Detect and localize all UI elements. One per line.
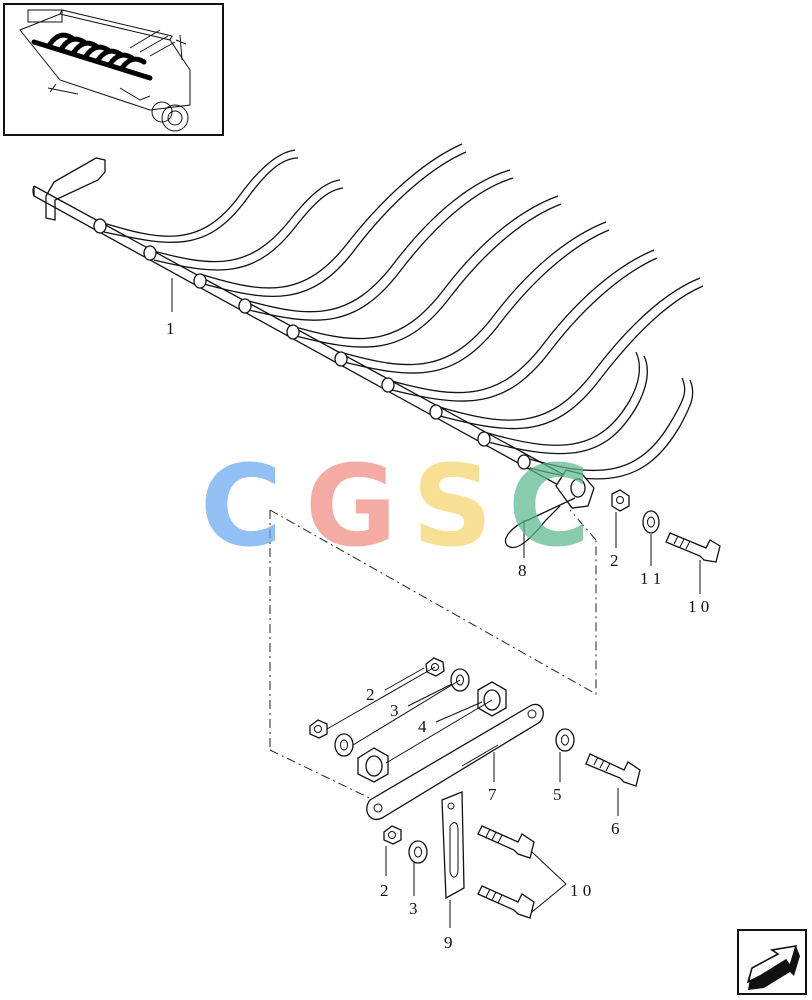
spring-clip (504, 497, 576, 549)
callout-leaders (171, 278, 701, 928)
watermark-letter: S (412, 442, 493, 572)
next-page-arrow-icon[interactable] (737, 929, 807, 995)
alignment-lines (269, 509, 597, 807)
callout-4: 4 (418, 717, 427, 736)
callout-2-top: 2 (610, 551, 619, 570)
watermark-letter: C (508, 442, 590, 572)
watermark-letter: C (200, 442, 282, 572)
callout-8: 8 (518, 561, 527, 580)
callout-2-mid: 2 (366, 685, 375, 704)
callout-3-mid: 3 (390, 701, 399, 720)
callout-10-bottom: 1 0 (570, 881, 591, 900)
locator-thumbnail (3, 3, 224, 136)
callout-10-top: 1 0 (688, 597, 709, 616)
callout-1: 1 (166, 319, 175, 338)
callout-11: 1 1 (640, 569, 661, 588)
linkage-hardware (309, 657, 641, 919)
callout-labels: 1 8 2 1 1 1 0 2 3 4 7 5 6 2 3 9 1 0 (166, 319, 709, 952)
shaft-end-hardware (611, 489, 721, 563)
callout-3-bottom: 3 (409, 899, 418, 918)
watermark-logo: C G S C (200, 442, 590, 572)
rake-tine-assembly (32, 143, 704, 509)
callout-9: 9 (444, 933, 453, 952)
callout-5: 5 (553, 785, 562, 804)
callout-7: 7 (488, 785, 497, 804)
callout-6: 6 (611, 819, 620, 838)
watermark-letter: G (305, 442, 397, 572)
callout-2-bottom: 2 (380, 881, 389, 900)
